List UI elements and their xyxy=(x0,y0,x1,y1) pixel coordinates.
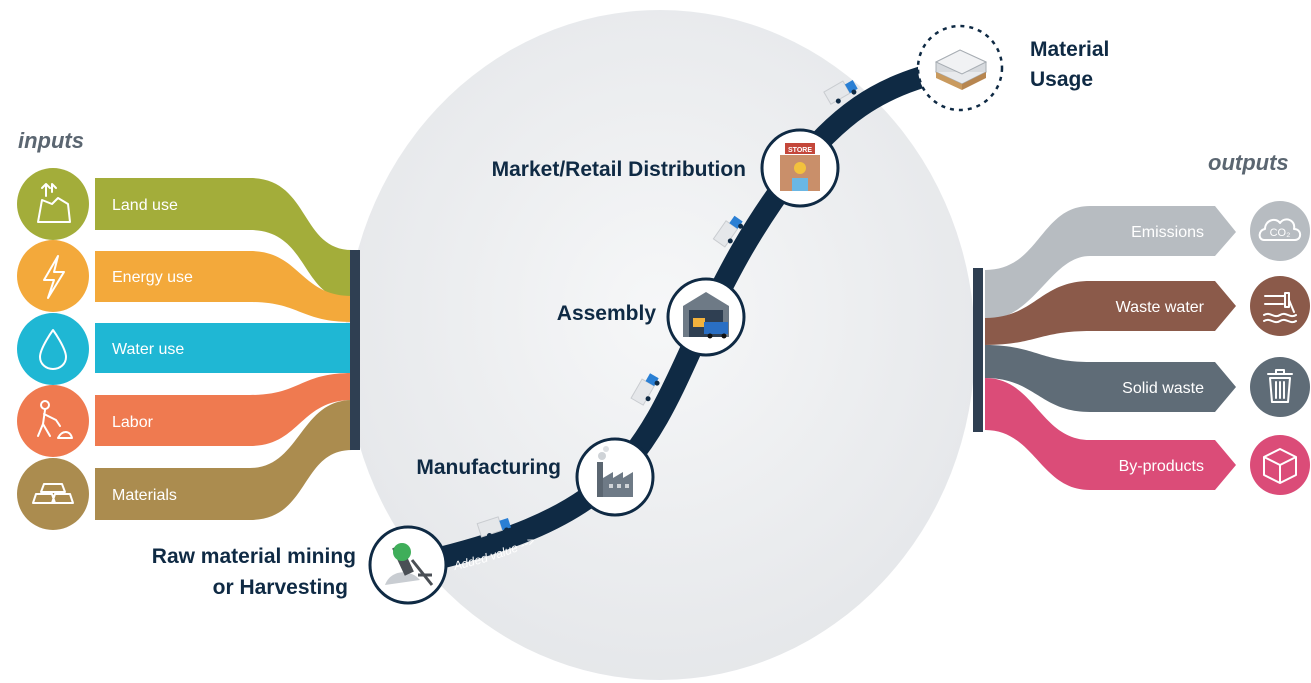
stage-label-usage-line1: Material xyxy=(1030,38,1109,61)
input-flow-materials xyxy=(95,400,352,520)
stage-assembly xyxy=(666,277,746,357)
input-label-water-use: Water use xyxy=(112,341,184,358)
truck-icon xyxy=(476,516,512,539)
stage-label-assembly: Assembly xyxy=(557,302,657,325)
co2-cloud-icon: CO₂ xyxy=(1250,201,1310,261)
output-label-solid-waste: Solid waste xyxy=(1122,380,1204,397)
outputs-title: outputs xyxy=(1208,150,1289,175)
input-flow-labor xyxy=(95,373,352,446)
stage-label-raw-material-line1: Raw material mining xyxy=(152,545,356,568)
output-label-emissions: Emissions xyxy=(1131,224,1204,241)
outputs-group: outputs Emissions Waste water Solid wast… xyxy=(973,150,1310,495)
input-flow-land-use xyxy=(95,178,352,300)
stage-raw-material xyxy=(368,525,448,605)
input-label-labor: Labor xyxy=(112,414,154,431)
stage-label-raw-material-line2: or Harvesting xyxy=(213,576,348,599)
lightning-icon xyxy=(17,240,89,312)
co2-text: CO₂ xyxy=(1270,227,1291,239)
inputs-title: inputs xyxy=(18,128,84,153)
input-label-materials: Materials xyxy=(112,487,177,504)
stage-label-usage-line2: Usage xyxy=(1030,68,1093,91)
input-label-energy-use: Energy use xyxy=(112,269,193,286)
output-label-waste-water: Waste water xyxy=(1116,299,1205,316)
warehouse-icon xyxy=(683,292,729,339)
factory-icon xyxy=(597,446,633,497)
box-icon xyxy=(1250,435,1310,495)
pallet-icon xyxy=(934,49,988,90)
water-drop-icon xyxy=(17,313,89,385)
stage-manufacturing xyxy=(575,437,655,517)
output-flow-emissions xyxy=(985,206,1236,320)
output-collector-bar xyxy=(973,268,983,432)
output-flow-waste-water xyxy=(985,281,1236,345)
output-flow-solid-waste xyxy=(985,345,1236,412)
input-flow-water-use xyxy=(95,323,352,373)
input-flow-energy-use xyxy=(95,251,352,322)
input-collector-bar xyxy=(350,250,360,450)
store-sign-text: STORE xyxy=(788,147,812,154)
output-flow-by-products xyxy=(985,378,1236,490)
stage-market: STORE xyxy=(760,128,840,208)
trash-bin-icon xyxy=(1250,357,1310,417)
truck-icon xyxy=(823,80,858,105)
output-label-by-products: By-products xyxy=(1119,458,1204,475)
stage-material-usage xyxy=(916,24,1004,112)
stage-label-manufacturing: Manufacturing xyxy=(416,456,561,479)
worker-icon xyxy=(17,385,89,457)
inputs-group: inputs Land use Energy use Water use Lab… xyxy=(17,128,360,530)
stage-label-market: Market/Retail Distribution xyxy=(492,158,746,181)
gold-bars-icon xyxy=(17,458,89,530)
input-label-land-use: Land use xyxy=(112,197,178,214)
truck-icon xyxy=(630,373,660,406)
store-icon: STORE xyxy=(780,143,820,191)
waste-pipe-icon xyxy=(1250,276,1310,336)
mining-icon xyxy=(385,543,434,586)
truck-icon xyxy=(712,215,744,248)
land-icon xyxy=(17,168,89,240)
